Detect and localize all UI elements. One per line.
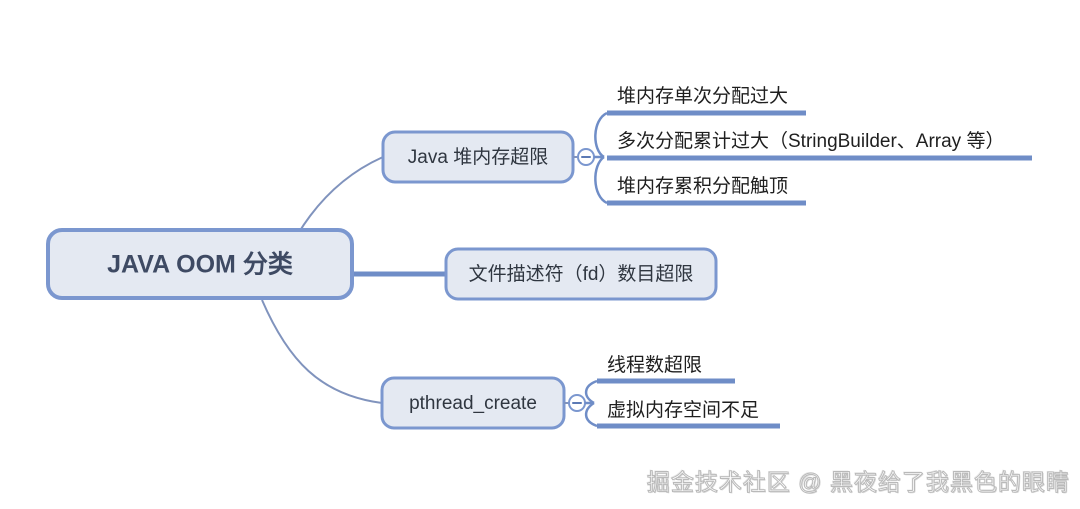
leaf-1-2-label: 多次分配累计过大（StringBuilder、Array 等） — [617, 130, 1004, 152]
brace-branch-3 — [584, 379, 598, 428]
brace-1-curve-top — [594, 111, 608, 159]
branch-node-java-heap[interactable]: Java 堆内存超限 — [381, 130, 575, 184]
root-node-box[interactable] — [46, 228, 354, 300]
branch-node-file-descriptor[interactable]: 文件描述符（fd）数目超限 — [444, 247, 718, 301]
connector-root-to-branch-3 — [261, 299, 383, 404]
leaf-1-1-label: 堆内存单次分配过大 — [617, 85, 788, 107]
root-node-label: JAVA OOM 分类 — [107, 251, 294, 279]
leaf-virtual-memory-insufficient[interactable]: 虚拟内存空间不足 — [597, 399, 780, 429]
leaf-3-1-label: 线程数超限 — [607, 354, 702, 376]
branch-2-label: 文件描述符（fd）数目超限 — [469, 263, 694, 285]
branch-2-box[interactable] — [444, 247, 718, 301]
collapse-toggle-branch-3[interactable] — [564, 394, 586, 412]
leaf-heap-accumulate-peak[interactable]: 堆内存累积分配触顶 — [607, 175, 806, 206]
brace-3-curve-top — [584, 379, 598, 405]
leaf-3-2-label: 虚拟内存空间不足 — [607, 399, 759, 421]
brace-3-curve-bottom — [584, 401, 598, 428]
leaf-thread-count-limit[interactable]: 线程数超限 — [597, 354, 735, 384]
brace-branch-1 — [594, 111, 608, 205]
root-node[interactable]: JAVA OOM 分类 — [46, 228, 354, 300]
watermark-text: 掘金技术社区 @ 黑夜给了我黑色的眼睛 — [646, 469, 1070, 496]
collapse-toggle-branch-1[interactable] — [573, 148, 595, 166]
leaf-heap-single-alloc[interactable]: 堆内存单次分配过大 — [607, 85, 806, 116]
brace-1-curve-bottom — [594, 155, 608, 205]
leaf-heap-cumulative-alloc[interactable]: 多次分配累计过大（StringBuilder、Array 等） — [607, 130, 1032, 161]
branch-node-pthread-create[interactable]: pthread_create — [380, 376, 566, 430]
leaf-1-3-label: 堆内存累积分配触顶 — [617, 175, 788, 197]
branch-1-label: Java 堆内存超限 — [408, 146, 548, 168]
branch-3-label: pthread_create — [409, 393, 537, 414]
